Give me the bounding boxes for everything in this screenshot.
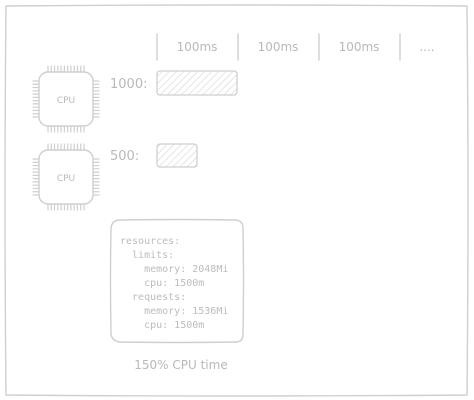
timeline-slot-4: .... bbox=[419, 40, 434, 54]
cpu-share-label: 500: bbox=[110, 149, 139, 164]
cpu-usage-bar bbox=[156, 143, 198, 168]
outer-frame bbox=[4, 4, 469, 397]
resources-line: cpu: 1500m bbox=[120, 278, 204, 289]
cpu-chip-icon bbox=[32, 143, 100, 211]
resources-spec-box: resources: limits: memory: 2048Mi cpu: 1… bbox=[109, 218, 245, 344]
resources-box-border bbox=[109, 218, 245, 344]
resources-line: cpu: 1500m bbox=[120, 320, 204, 331]
cpu-time-caption: 150% CPU time bbox=[134, 358, 227, 372]
cpu-row-1000: CPU 1000: bbox=[32, 65, 238, 133]
cpu-chip-icon bbox=[32, 65, 100, 133]
resources-line: memory: 2048Mi bbox=[120, 264, 228, 275]
chip-pins bbox=[32, 65, 100, 133]
chip-body bbox=[38, 149, 94, 205]
cpu-share-label: 1000: bbox=[110, 77, 147, 92]
resources-line: limits: bbox=[120, 250, 174, 261]
resources-line: memory: 1536Mi bbox=[120, 306, 228, 317]
cpu-row-500: CPU 500: bbox=[32, 143, 198, 211]
chip-body bbox=[38, 71, 94, 127]
cpu-chip-label: CPU bbox=[57, 96, 75, 106]
timeline-slot-2: 100ms bbox=[258, 40, 299, 54]
resources-line: resources: bbox=[120, 236, 180, 247]
timeline-slot-1: 100ms bbox=[177, 40, 218, 54]
chip-pins bbox=[32, 143, 100, 211]
cpu-chip-label: CPU bbox=[57, 174, 75, 184]
cpu-usage-bar bbox=[156, 70, 238, 96]
resources-line: requests: bbox=[120, 292, 186, 303]
timeline-header: 100ms 100ms 100ms .... bbox=[156, 33, 435, 61]
timeline-slot-3: 100ms bbox=[339, 40, 380, 54]
